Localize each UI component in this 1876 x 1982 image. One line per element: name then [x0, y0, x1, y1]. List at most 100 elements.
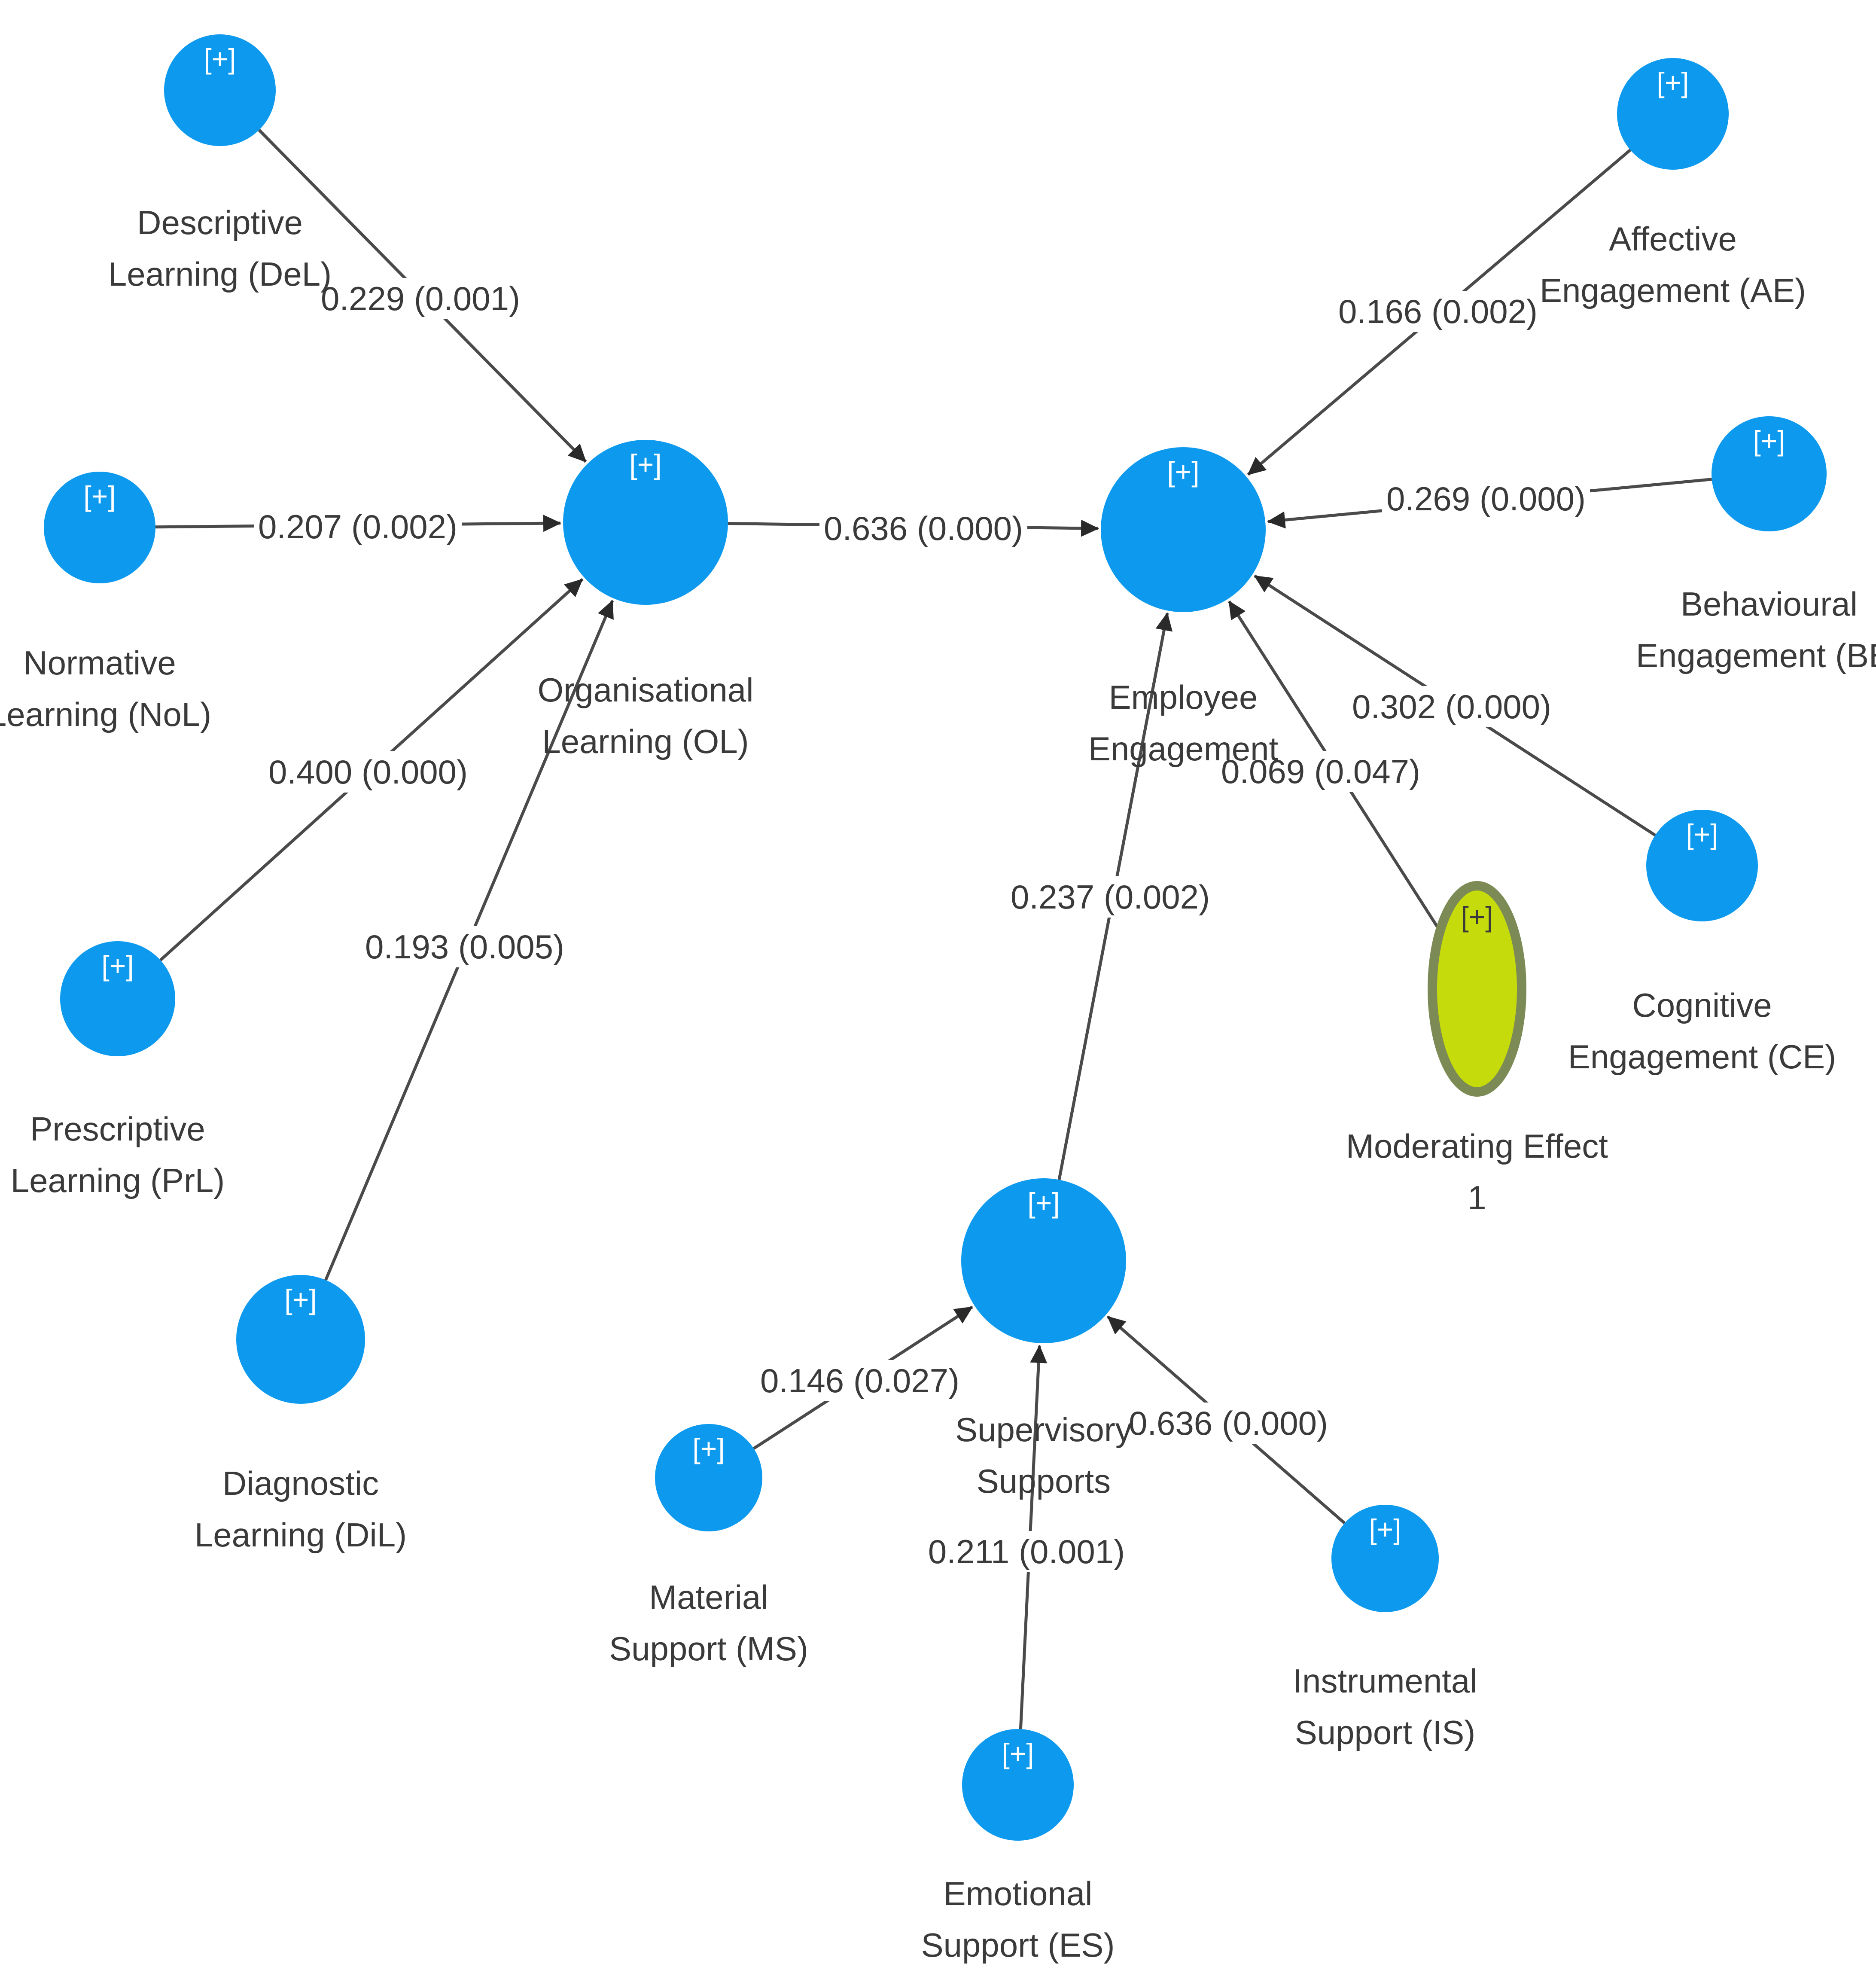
construct-label: Cognitive [1632, 986, 1772, 1024]
construct-label: Diagnostic [222, 1464, 379, 1502]
construct-circle[interactable] [60, 941, 175, 1056]
construct-label: Descriptive [137, 204, 303, 241]
path-coefficient-background [1334, 291, 1542, 332]
expand-icon[interactable]: [+] [1369, 1513, 1401, 1545]
path-coefficient-background [923, 1531, 1130, 1572]
construct-circle[interactable] [1646, 810, 1758, 921]
expand-icon[interactable]: [+] [692, 1433, 725, 1464]
path-coefficient-ol-ee: 0.636 (0.000) [824, 509, 1023, 547]
path-coefficient-dil-ol: 0.193 (0.005) [365, 928, 564, 966]
expand-icon[interactable]: [+] [1027, 1187, 1060, 1219]
expand-icon[interactable]: [+] [83, 480, 116, 512]
expand-icon[interactable]: [+] [284, 1284, 317, 1315]
path-dil-ol: 0.193 (0.005) [324, 600, 614, 1281]
construct-circle[interactable] [164, 34, 276, 146]
path-coefficient-background [1216, 751, 1425, 792]
path-coefficient-background [316, 278, 525, 319]
expand-icon[interactable]: [+] [1461, 901, 1493, 933]
expand-icon[interactable]: [+] [101, 950, 134, 982]
path-coefficient-background [253, 506, 462, 547]
path-coefficient-me-ee: 0.069 (0.047) [1221, 753, 1420, 790]
construct-circle[interactable] [962, 1729, 1074, 1841]
path-coefficient-background [1347, 686, 1556, 727]
expand-icon[interactable]: [+] [1753, 425, 1785, 457]
construct-circle[interactable] [1617, 58, 1729, 170]
construct-label: Engagement (BE) [1636, 637, 1876, 674]
construct-label: Moderating Effect [1346, 1127, 1608, 1165]
path-coefficient-background [264, 751, 472, 793]
construct-circle[interactable] [563, 440, 728, 605]
construct-label: Behavioural [1681, 585, 1858, 623]
path-me-ee: 0.069 (0.047) [1216, 600, 1441, 932]
path-coefficient-background [1124, 1403, 1333, 1444]
construct-circle[interactable] [961, 1178, 1126, 1343]
path-nol-ol: 0.207 (0.002) [155, 506, 562, 547]
path-coefficient-nol-ol: 0.207 (0.002) [258, 508, 457, 546]
construct-me[interactable]: [+] Moderating Effect 1 [1346, 881, 1608, 1217]
path-coefficient-ms-ss: 0.146 (0.027) [760, 1362, 959, 1400]
construct-label: Engagement (CE) [1568, 1038, 1836, 1076]
path-ms-ss: 0.146 (0.027) [753, 1305, 973, 1450]
expand-icon[interactable]: [+] [1657, 67, 1689, 98]
construct-label: Supervisory [955, 1411, 1132, 1448]
path-coefficient-background [1006, 876, 1215, 918]
path-coefficient-es-ss: 0.211 (0.001) [928, 1533, 1125, 1570]
expand-icon[interactable]: [+] [204, 43, 236, 75]
expand-icon[interactable]: [+] [1686, 818, 1718, 850]
construct-label: 1 [1468, 1179, 1486, 1217]
construct-label: Instrumental [1293, 1662, 1477, 1700]
construct-circle[interactable] [655, 1424, 762, 1531]
path-ce-ee: 0.302 (0.000) [1254, 574, 1656, 837]
expand-icon[interactable]: [+] [1002, 1738, 1034, 1769]
construct-label: Learning (NoL) [0, 695, 211, 733]
construct-circle[interactable] [1101, 447, 1266, 612]
construct-label: Support (ES) [921, 1926, 1115, 1964]
path-coefficient-prl-ol: 0.400 (0.000) [268, 753, 468, 791]
expand-icon[interactable]: [+] [1167, 456, 1199, 488]
moderator-ellipse[interactable] [1428, 881, 1526, 1097]
construct-circle[interactable] [1331, 1505, 1439, 1612]
path-ss-ee: 0.237 (0.002) [1006, 612, 1215, 1180]
construct-label: Supports [977, 1462, 1111, 1500]
path-coefficient-background [755, 1360, 964, 1401]
construct-label: Engagement [1088, 730, 1279, 768]
path-coefficient-background [819, 508, 1028, 549]
construct-label: Engagement (AE) [1540, 271, 1806, 309]
path-coefficient-ss-ee: 0.237 (0.002) [1011, 878, 1210, 916]
construct-label: Prescriptive [30, 1110, 205, 1148]
path-coefficient-background [360, 926, 569, 967]
expand-icon[interactable]: [+] [629, 448, 661, 480]
construct-label: Organisational [538, 671, 754, 709]
path-coefficient-background [1382, 478, 1590, 519]
path-prl-ol: 0.400 (0.000) [159, 578, 584, 961]
construct-label: Emotional [944, 1875, 1093, 1912]
construct-label: Learning (OL) [542, 723, 749, 760]
construct-label: Learning (PrL) [11, 1162, 225, 1199]
construct-label: Support (MS) [609, 1630, 808, 1668]
construct-label: Support (IS) [1295, 1714, 1476, 1751]
construct-circle[interactable] [1712, 416, 1827, 531]
path-ol-ee: 0.636 (0.000) [728, 508, 1099, 549]
path-coefficient-ae-ee: 0.166 (0.002) [1338, 293, 1538, 330]
construct-circle[interactable] [236, 1275, 365, 1404]
construct-circle[interactable] [44, 472, 155, 583]
path-ae-ee: 0.166 (0.002) [1247, 149, 1632, 476]
path-is-ss: 0.636 (0.000) [1106, 1315, 1346, 1525]
construct-label: Learning (DeL) [108, 255, 332, 293]
construct-label: Material [649, 1578, 768, 1616]
